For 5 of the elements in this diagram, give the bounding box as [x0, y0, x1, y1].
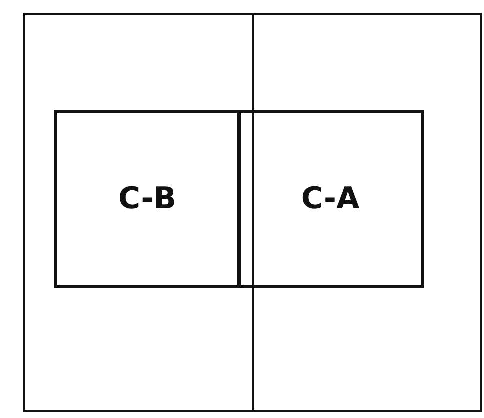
box-label: C-B: [118, 182, 177, 216]
labeled-box: [54, 110, 241, 288]
labeled-box: [237, 110, 424, 288]
box-label: C-A: [301, 182, 360, 216]
outer-frame: [23, 13, 482, 412]
